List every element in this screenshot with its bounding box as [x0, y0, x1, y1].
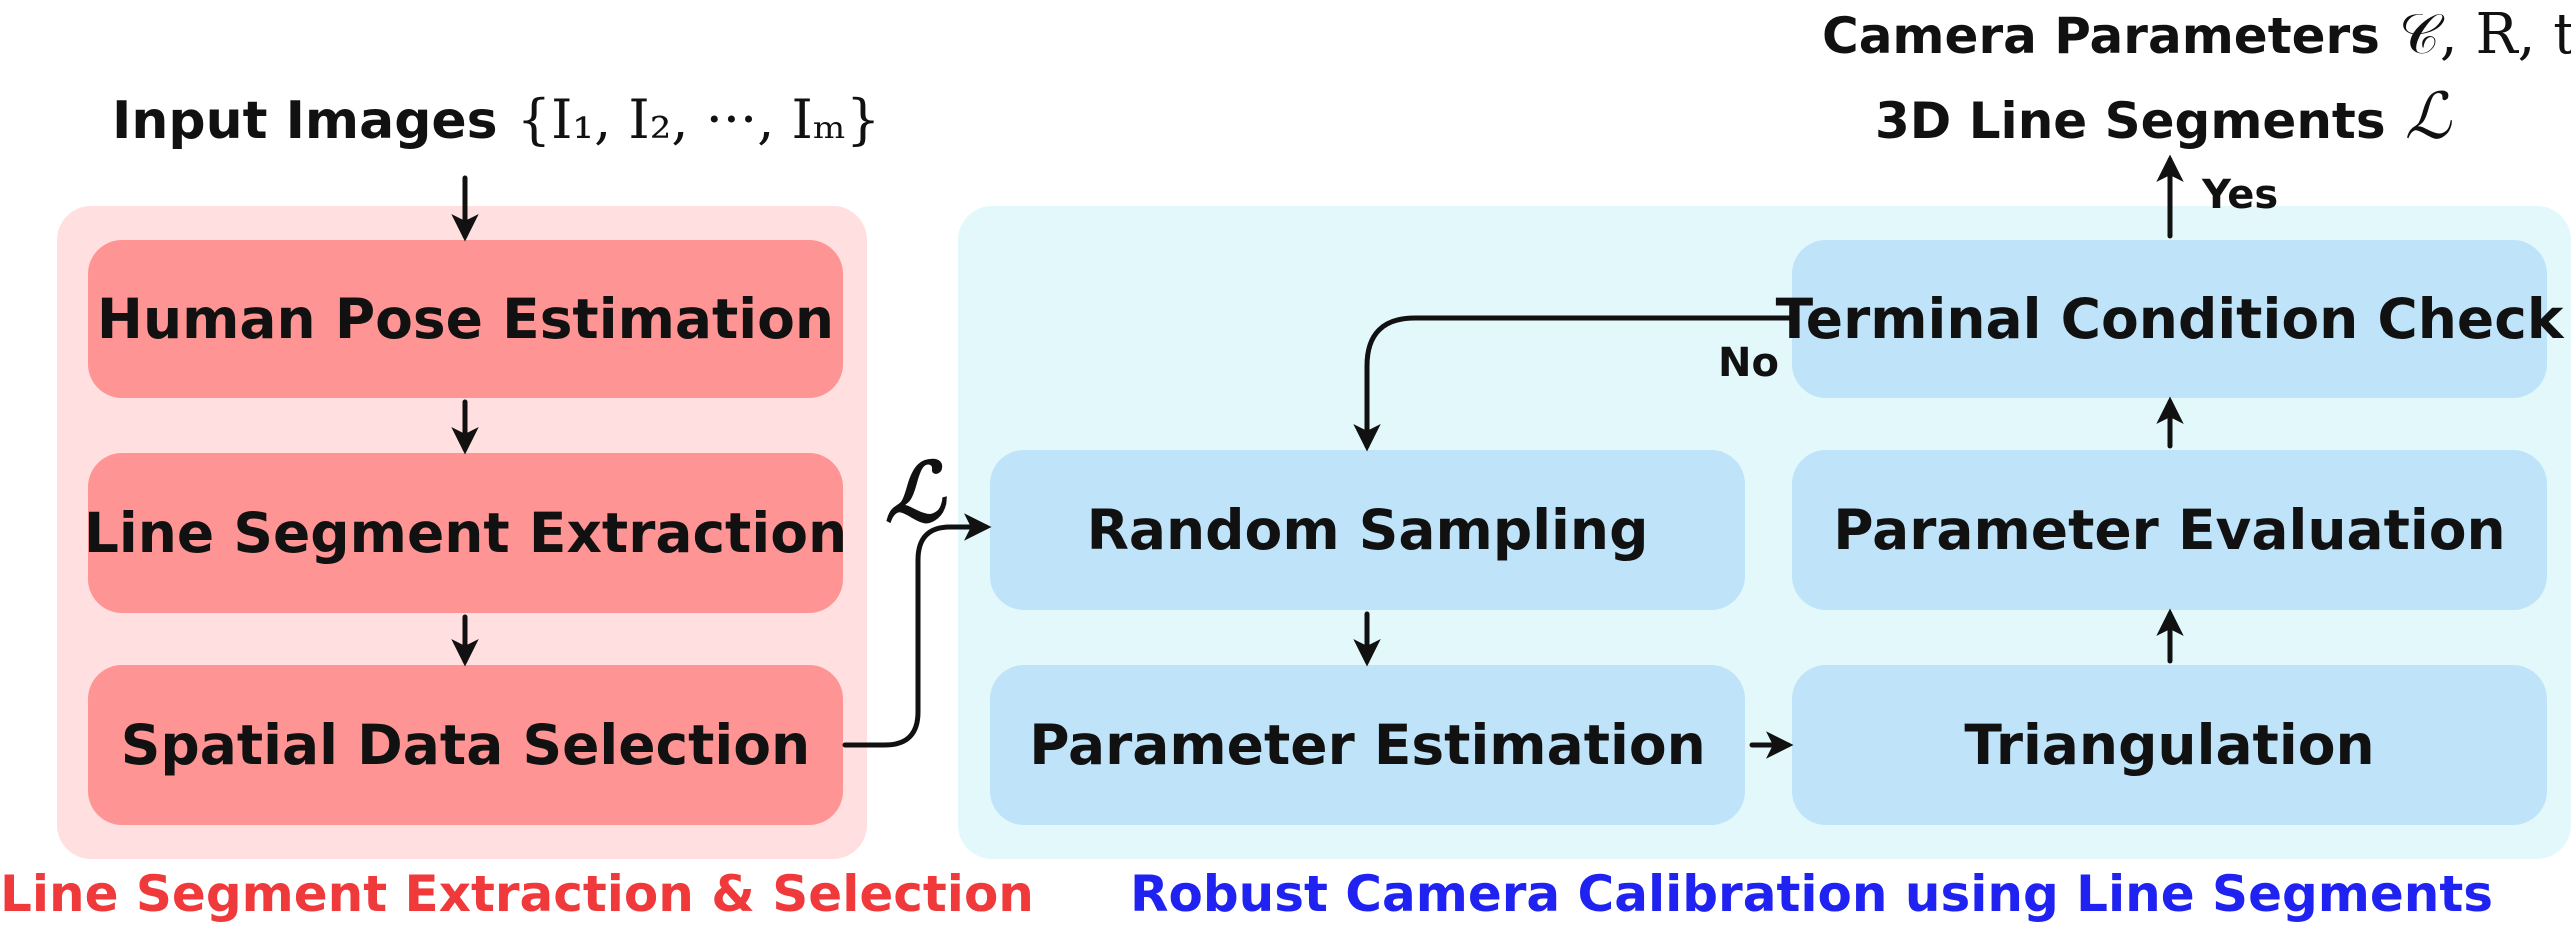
step-random-sampling: Random Sampling	[990, 450, 1745, 610]
left-stage-title: Line Segment Extraction & Selection	[0, 865, 1034, 923]
step-line-segment-extraction: Line Segment Extraction	[84, 453, 847, 613]
input-images-math: {I₁, I₂, ···, Iₘ}	[516, 88, 881, 151]
step-parameter-evaluation: Parameter Evaluation	[1792, 450, 2547, 610]
line-segments-output: 3D Line Segments ℒ	[1875, 80, 2451, 154]
arrow-selection-to-sampling	[842, 513, 992, 748]
no-branch-label: No	[1718, 340, 1779, 386]
arrow-check-to-sampling	[1353, 315, 1793, 452]
line-segments-label: 3D Line Segments	[1875, 92, 2386, 150]
yes-branch-label: Yes	[2202, 172, 2279, 218]
line-set-symbol: ℒ	[885, 445, 945, 541]
step-human-pose-estimation: Human Pose Estimation	[88, 240, 843, 398]
camera-parameters-output: Camera Parameters 𝒞, R, t	[1822, 2, 2571, 68]
step-spatial-data-selection: Spatial Data Selection	[88, 665, 843, 825]
right-stage-title: Robust Camera Calibration using Line Seg…	[1130, 865, 2494, 923]
input-images-label: Input Images	[112, 91, 498, 151]
line-segments-math: ℒ	[2404, 80, 2451, 154]
camera-parameters-math: 𝒞, R, t	[2399, 2, 2571, 67]
step-terminal-condition-check: Terminal Condition Check	[1776, 240, 2563, 398]
camera-parameters-label: Camera Parameters	[1822, 7, 2380, 65]
step-triangulation: Triangulation	[1792, 665, 2547, 825]
input-images-header: Input Images {I₁, I₂, ···, Iₘ}	[112, 88, 880, 151]
step-parameter-estimation: Parameter Estimation	[990, 665, 1745, 825]
